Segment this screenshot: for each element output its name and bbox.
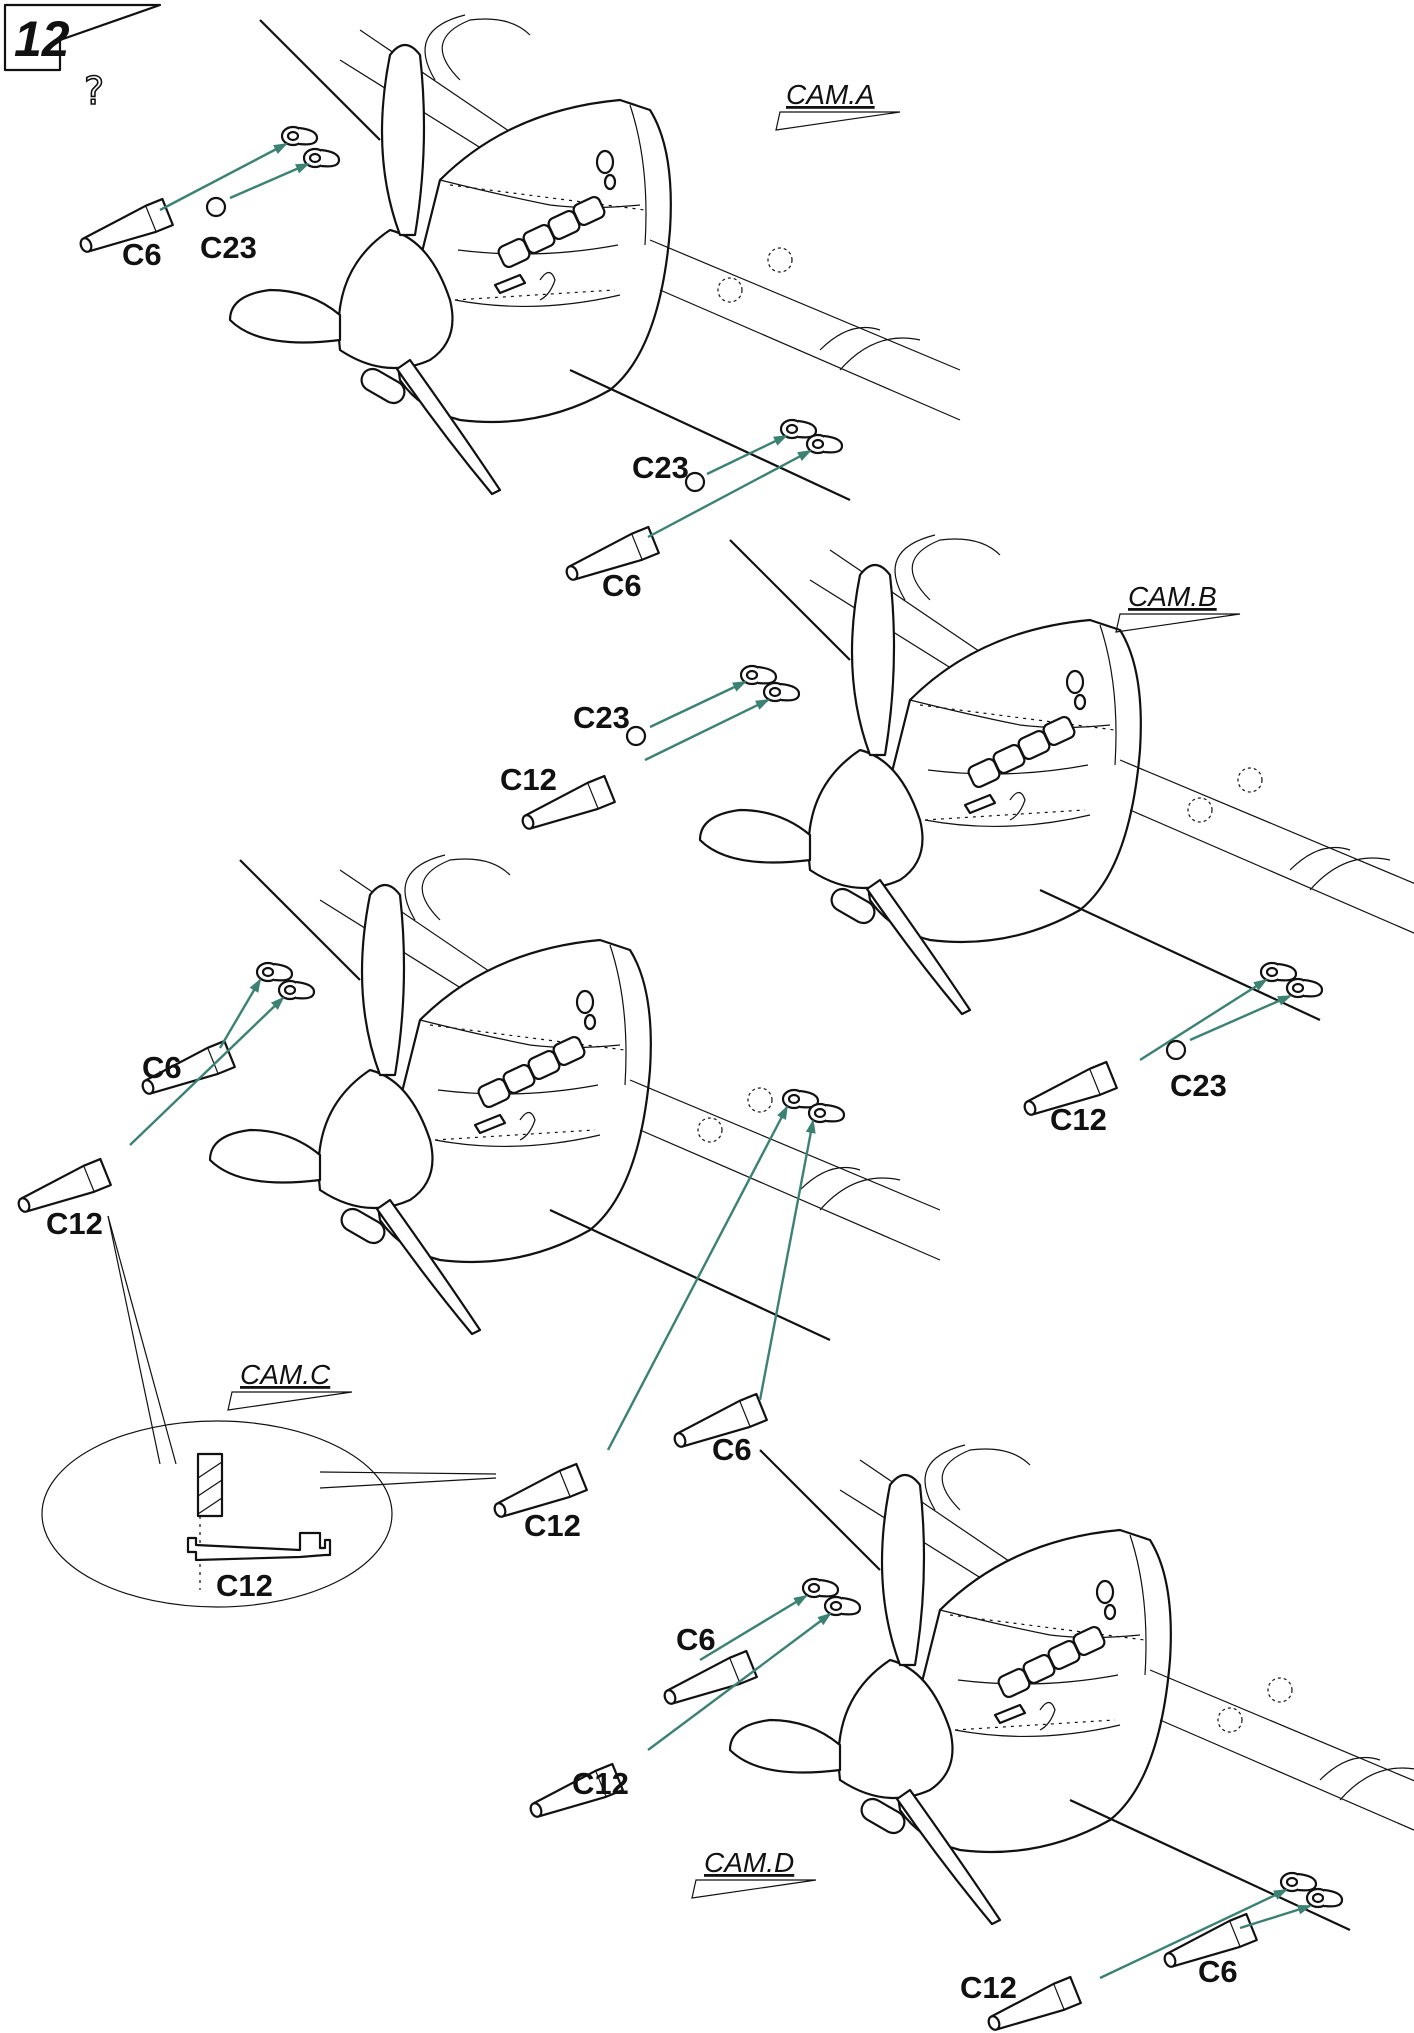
part-label-c6: C6 [122, 237, 162, 272]
part-label-c23: C23 [573, 700, 630, 735]
part-label-c23: C23 [200, 230, 257, 265]
part-label-c12: C12 [1050, 1102, 1107, 1137]
camo-label: CAM.A [786, 79, 875, 110]
part-label-c6: C6 [712, 1432, 752, 1467]
detail-callout: C12 [41, 1215, 497, 1608]
step-number: 12 [14, 11, 70, 67]
camo-tag: CAM.B [1115, 581, 1241, 633]
part-label-c12: C12 [524, 1508, 581, 1543]
view-cam-d: C6 C12 C12 C6 CAM.D [525, 1443, 1414, 2033]
part-label-c6: C6 [676, 1622, 716, 1657]
camo-tag: CAM.D [691, 1847, 817, 1899]
part-label-c12: C12 [500, 762, 557, 797]
part-label-c12: C12 [960, 1970, 1017, 2005]
part-label-c6: C6 [602, 568, 642, 603]
view-cam-b: C23 C12 C12 C23 CAM.B [500, 533, 1414, 1137]
view-cam-a: C6 C23 C23 C6 CAM.A [75, 13, 962, 603]
camo-tag: CAM.A [775, 79, 901, 131]
camo-label: CAM.D [704, 1847, 794, 1878]
step-header: 12 ? [3, 3, 162, 114]
view-cam-c: C6 C12 C12 C6 C12 CAM.C [13, 853, 942, 1608]
part-label-c6: C6 [142, 1050, 182, 1085]
part-label-c12: C12 [46, 1206, 103, 1241]
part-label-c23: C23 [632, 450, 689, 485]
detail-part-label-c12: C12 [216, 1568, 273, 1603]
camo-tag: CAM.C [227, 1359, 353, 1411]
question-mark-icon: ? [84, 69, 104, 113]
part-label-c23: C23 [1170, 1068, 1227, 1103]
part-label-c6: C6 [1198, 1954, 1238, 1989]
camo-label: CAM.B [1128, 581, 1217, 612]
camo-label: CAM.C [240, 1359, 331, 1390]
part-label-c12: C12 [572, 1766, 629, 1801]
